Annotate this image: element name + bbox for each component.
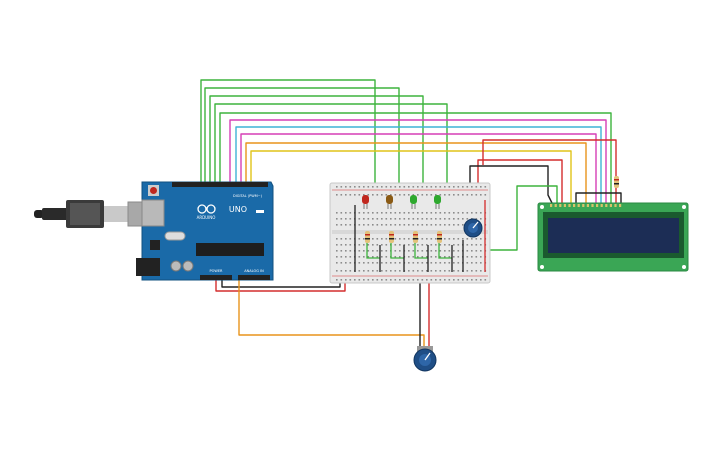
resistors (365, 231, 442, 243)
brand-label: ARDUINO (197, 215, 216, 220)
analog-header (238, 275, 270, 280)
arduino-uno[interactable]: ARDUINO UNO DIGITAL (PWM~) POWER ANALOG … (136, 181, 274, 281)
resistor-1[interactable] (365, 231, 370, 243)
power-label: POWER (210, 269, 224, 273)
wire-orange-a0[interactable] (238, 278, 425, 350)
wire-green-4[interactable] (214, 103, 448, 200)
wires (200, 79, 622, 350)
leds (362, 195, 441, 209)
wire-green-2[interactable] (204, 87, 400, 200)
lcd-pins (550, 204, 622, 207)
lcd-screen (548, 218, 679, 253)
wire-magenta-lcd[interactable] (229, 119, 607, 203)
wire-green-lcd[interactable] (219, 112, 612, 203)
wire-yellow-lcd[interactable] (250, 150, 572, 203)
atmega-chip (196, 243, 264, 256)
wire-red-lcd-vcc[interactable] (477, 159, 563, 203)
potentiometer-analog[interactable] (413, 346, 437, 372)
arduino-logo: ARDUINO UNO (197, 204, 247, 220)
wire-orange-lcd[interactable] (245, 142, 587, 203)
led-green-2[interactable] (434, 195, 441, 209)
wire-green-3[interactable] (209, 95, 424, 200)
led-red[interactable] (362, 195, 369, 209)
resistor-4[interactable] (437, 231, 442, 243)
potentiometer-contrast[interactable] (463, 218, 483, 238)
analog-label: ANALOG IN (244, 269, 264, 273)
wire-cyan-lcd[interactable] (235, 126, 602, 203)
backlight-resistor[interactable] (614, 176, 619, 188)
power-header (200, 275, 232, 280)
resistor-2[interactable] (389, 231, 394, 243)
breadboard-jumpers (354, 200, 486, 272)
led-green-1[interactable] (410, 195, 417, 209)
wire-black-backlight[interactable] (575, 192, 622, 203)
reset-button[interactable] (150, 187, 157, 194)
digital-header (172, 182, 268, 187)
wire-green-1[interactable] (200, 79, 376, 200)
digital-header-label: DIGITAL (PWM~) (233, 194, 263, 198)
led-brown[interactable] (386, 195, 393, 209)
resistor-3[interactable] (413, 231, 418, 243)
wire-magenta-lcd-2[interactable] (240, 133, 597, 203)
wire-black-lcd-gnd[interactable] (469, 165, 553, 204)
model-label: UNO (229, 205, 247, 214)
wire-red-backlight[interactable] (482, 139, 617, 203)
lcd-16x2[interactable] (537, 202, 689, 272)
wire-green-contrast[interactable] (476, 185, 558, 251)
